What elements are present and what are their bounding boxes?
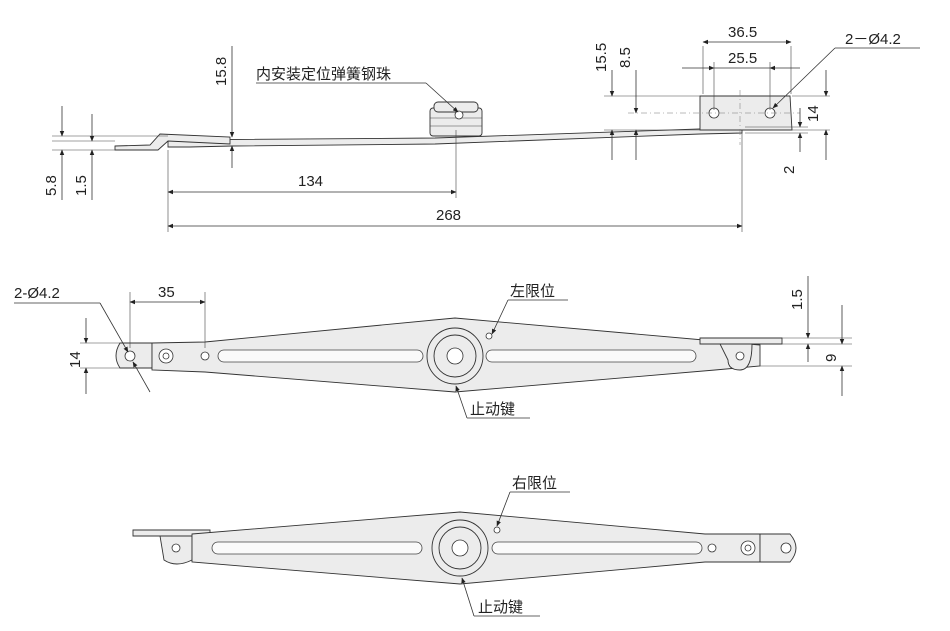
ball-screw [454, 110, 464, 120]
dim-5-8: 5.8 [43, 175, 60, 196]
dim-268: 268 [436, 207, 461, 224]
dim-15-5: 15.5 [593, 43, 610, 72]
dim-14-top: 14 [805, 105, 822, 122]
dim-14-left: 14 [67, 351, 84, 368]
dim-15-8: 15.8 [213, 57, 230, 86]
label-spring-ball: 内安装定位弹簧钢珠 [256, 65, 391, 83]
dim-2-hole-left: 2-Ø4.2 [14, 285, 60, 302]
dim-2-thickness: 2 [781, 166, 798, 174]
right-limit-view: 右限位 止动键 [132, 474, 797, 617]
dim-9: 9 [823, 354, 840, 362]
side-view: 36.5 25.5 2－Ø4.2 15.5 8.5 14 2 [43, 24, 920, 232]
label-left-limit: 左限位 [510, 282, 555, 300]
dim-8-5: 8.5 [617, 47, 634, 68]
dim-36-5: 36.5 [728, 24, 757, 41]
dim-134: 134 [298, 173, 323, 190]
label-left-stop-key: 止动键 [470, 400, 515, 418]
dim-35: 35 [158, 284, 175, 301]
dim-1-5-left: 1.5 [789, 289, 806, 310]
left-limit-view: 2-Ø4.2 35 14 1.5 9 左限位 止动键 [14, 276, 852, 419]
label-right-limit: 右限位 [512, 474, 557, 492]
dim-1-5-side: 1.5 [73, 175, 90, 196]
dim-25-5: 25.5 [728, 50, 757, 67]
side-left-end [114, 133, 231, 151]
label-right-stop-key: 止动键 [478, 598, 523, 616]
left-right-plate [699, 337, 783, 345]
right-link [759, 533, 797, 563]
dim-2-hole-top: 2－Ø4.2 [845, 31, 901, 48]
